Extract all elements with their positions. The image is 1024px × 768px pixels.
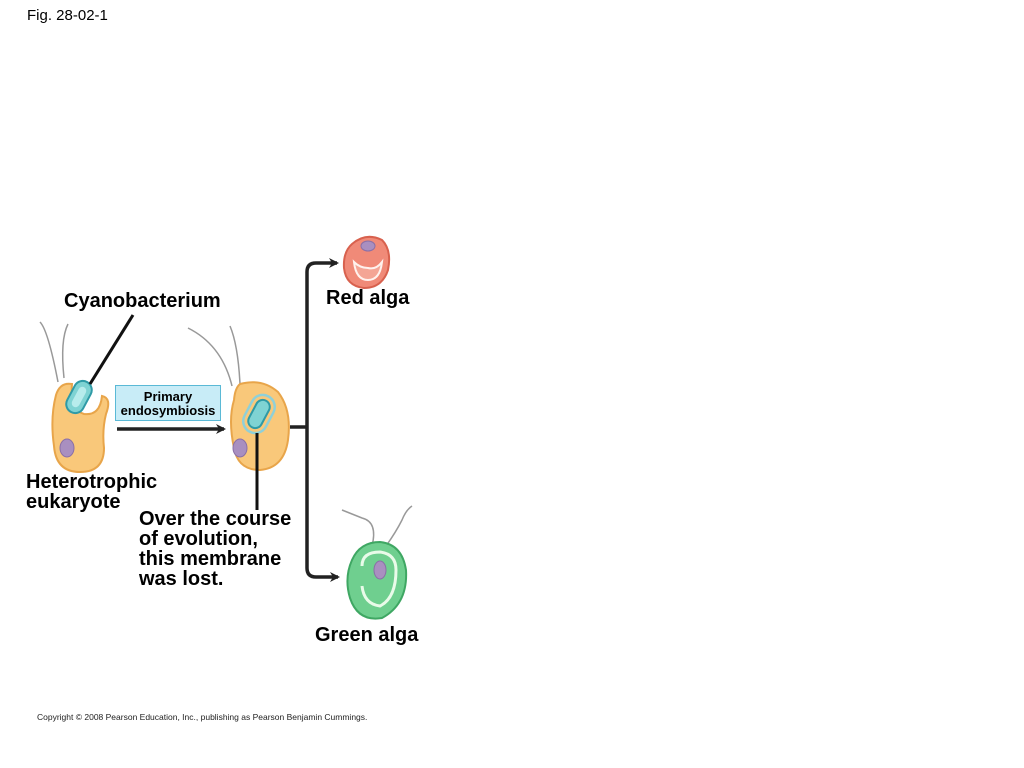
cyanobacterium-pointer — [88, 314, 135, 385]
primary-endosymbiosis-box: Primary endosymbiosis — [115, 385, 221, 421]
endosymbiont-cell — [187, 325, 290, 472]
nucleus — [373, 560, 387, 580]
heterotrophic-eukaryote-label: Heterotrophic eukaryote — [26, 472, 157, 512]
flagellum — [61, 323, 69, 379]
arrow-to-red-alga — [305, 258, 339, 427]
copyright-notice: Copyright © 2008 Pearson Education, Inc.… — [37, 712, 368, 722]
red-alga-cell — [342, 235, 391, 290]
flagellum — [385, 505, 413, 547]
figure-label: Fig. 28-02-1 — [27, 7, 108, 24]
membrane-lost-line: this membrane — [139, 548, 282, 570]
red-alga-label: Red alga — [326, 287, 410, 309]
flagellum — [187, 327, 233, 387]
flagellum — [39, 321, 59, 383]
nucleus — [59, 438, 75, 458]
membrane-lost-line: was lost. — [139, 568, 224, 590]
process-box-line: endosymbiosis — [120, 403, 216, 418]
chloroplast — [360, 550, 398, 608]
heterotrophic-label-line: eukaryote — [26, 491, 121, 513]
flagellum — [341, 509, 375, 547]
cyanobacterium-highlight — [71, 386, 87, 408]
outer-membrane — [241, 393, 277, 435]
green-alga-label: Green alga — [315, 624, 419, 646]
membrane-lost-line: of evolution, — [139, 528, 258, 550]
membrane-lost-label: Over the course of evolution, this membr… — [139, 509, 291, 589]
process-box-line: Primary — [143, 389, 193, 404]
heterotrophic-label-line: Heterotrophic — [26, 471, 158, 493]
nucleus — [360, 240, 376, 252]
plastid — [247, 398, 271, 430]
nucleus — [232, 438, 248, 458]
heterotrophic-eukaryote-cell — [39, 321, 110, 474]
membrane-lost-line: Over the course — [139, 508, 292, 530]
green-alga-cell — [341, 505, 413, 620]
arrow-to-green-alga — [305, 427, 340, 582]
chloroplast — [352, 258, 384, 282]
cyanobacterium-label: Cyanobacterium — [64, 290, 221, 312]
flagellum — [229, 325, 241, 385]
